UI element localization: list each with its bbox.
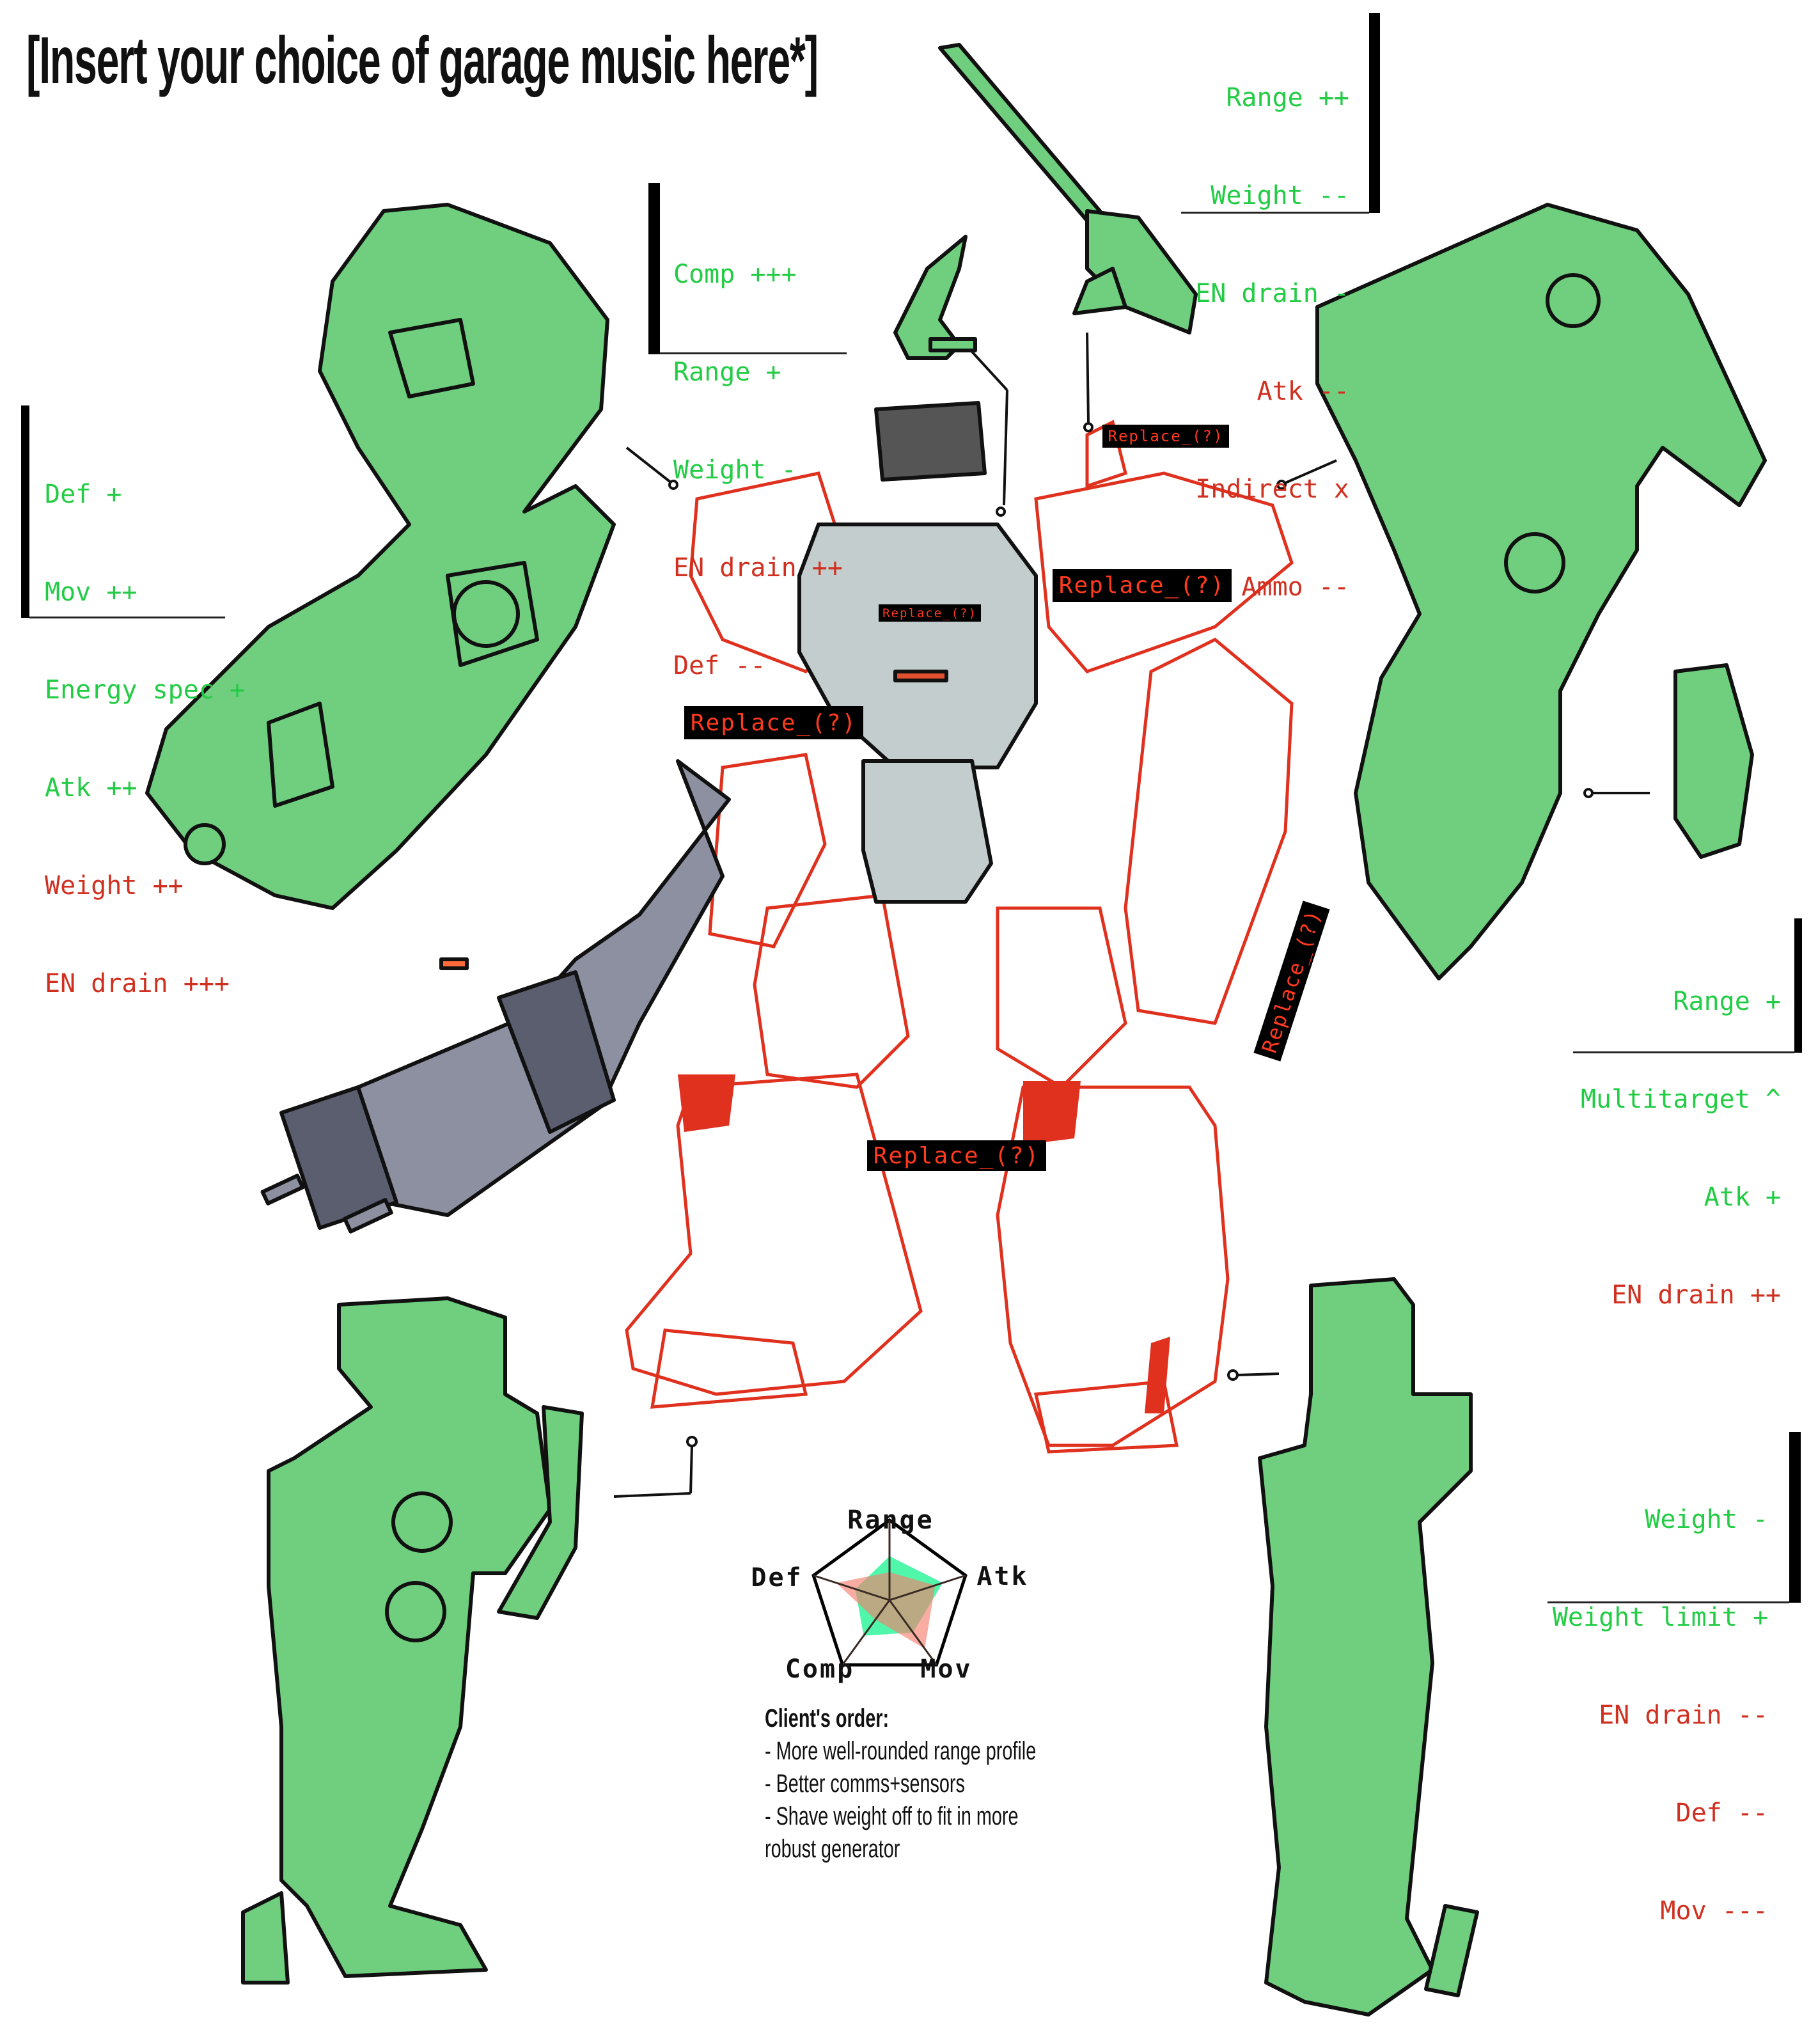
right-arm-stats: Range + Multitarget ^ Atk + EN drain ++ [1581,920,1781,1377]
stat-line: Ammo -- [1241,572,1349,602]
legs-stats: Weight - Weight limit + EN drain -- Def … [1553,1438,1768,1993]
stat-line: Def + [45,480,122,509]
stat-line: Mov --- [1660,1896,1768,1926]
stat-line: EN drain +++ [45,969,230,998]
radar-spoke [888,1600,937,1666]
radar-spoke [842,1600,891,1666]
radar-axis-label: Range [847,1505,934,1535]
stat-line: EN drain ++ [673,553,843,583]
radar-spoke [889,1574,966,1601]
radar-axis-label: Comp [785,1655,855,1684]
radar-axis-label: Def [751,1563,803,1592]
stat-line: Weight ++ [45,871,184,900]
radar-series-1 [836,1572,936,1649]
left-leg-part [241,1296,584,1985]
block-bar [21,405,29,618]
stat-line: Range + [673,358,781,387]
block-rule [1548,1601,1789,1603]
block-rule [660,352,847,354]
head-stats: Comp +++ Range + Weight - EN drain ++ De… [673,193,843,748]
stat-line: Weight - [673,455,797,485]
page-title: [Insert your choice of garage music here… [26,24,819,98]
radar-spoke [813,1574,890,1601]
stat-line: Weight -- [1211,181,1349,210]
radar-axis-label: Mov [920,1655,973,1684]
left-arm-part [145,203,616,910]
client-order-item: robust generator [765,1835,900,1863]
left-arm-stats: Def + Mov ++ Energy spec + Atk ++ Weight… [45,413,245,1065]
block-bar [648,183,660,354]
client-order-item: - Shave weight off to fit in more [765,1802,1019,1830]
head-part [893,235,977,360]
stat-line: Energy spec + [45,675,246,705]
block-bar [1789,1432,1801,1603]
client-order: Client's order: - More well-rounded rang… [765,1702,1036,1866]
replace-tag: Replace_(?) [684,706,863,739]
stat-line: Def -- [673,651,766,680]
stat-line: Range + [1673,987,1781,1016]
replace-tag: Replace_(?) [1102,425,1229,448]
block-rule [1573,1051,1794,1053]
stat-line: Mov ++ [45,578,137,607]
right-arm-part [1315,203,1767,980]
radar-outline [811,1518,968,1667]
stat-line: EN drain -- [1599,1701,1768,1730]
stat-line: Atk + [1704,1183,1781,1212]
client-order-item: - More well-rounded range profile [765,1737,1037,1765]
frame-shading [678,1074,1170,1413]
leader-lines [613,332,1650,1498]
stat-line: Weight - [1645,1505,1768,1534]
stat-line: EN drain ++ [1611,1280,1781,1310]
cannon-part [260,759,731,1234]
block-rule [29,617,225,618]
right-leg-part [1258,1277,1479,2016]
stat-line: Range ++ [1226,83,1349,113]
replace-tag: Replace_(?) [867,1140,1046,1171]
stat-line: Weight limit + [1552,1603,1768,1632]
client-order-item: - Better comms+sensors [765,1770,965,1798]
stat-line: Atk -- [1257,377,1350,406]
stat-line: Indirect x [1195,475,1349,504]
rifle-part [938,43,1198,334]
radar-axis-label: Atk [976,1562,1029,1591]
stat-line: EN drain - [1195,279,1349,308]
stat-line: Comp +++ [673,260,797,289]
stat-line: Atk ++ [45,773,137,803]
block-bar [1369,13,1380,213]
client-order-heading: Client's order: [765,1704,889,1733]
rifle-stats: Range ++ Weight -- EN drain - Atk -- Ind… [1195,17,1349,669]
block-bar [1794,918,1802,1053]
replace-tag: Replace_(?) [879,604,981,622]
block-rule [1181,212,1369,214]
replace-tag: Replace_(?) [1053,569,1232,602]
stat-line: Def -- [1675,1798,1769,1828]
stat-line: Multitarget ^ [1580,1085,1781,1114]
